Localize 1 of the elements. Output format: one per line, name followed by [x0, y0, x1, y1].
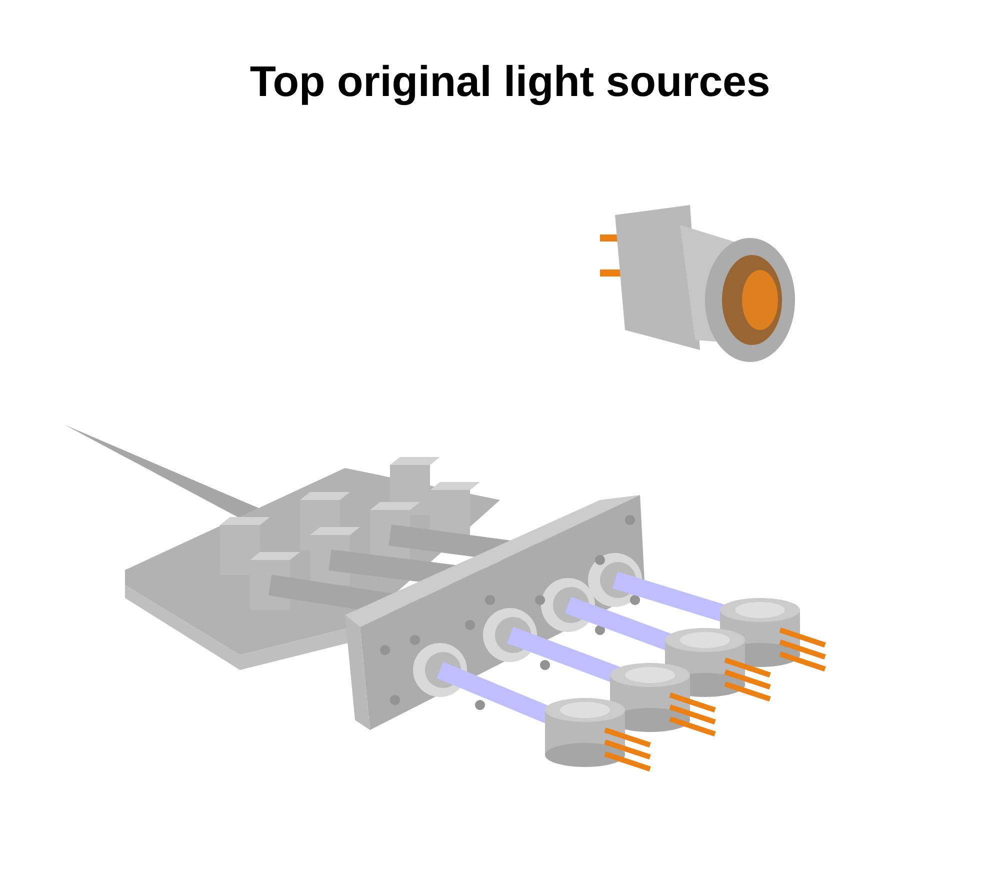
title: Top original light sources	[250, 64, 768, 106]
